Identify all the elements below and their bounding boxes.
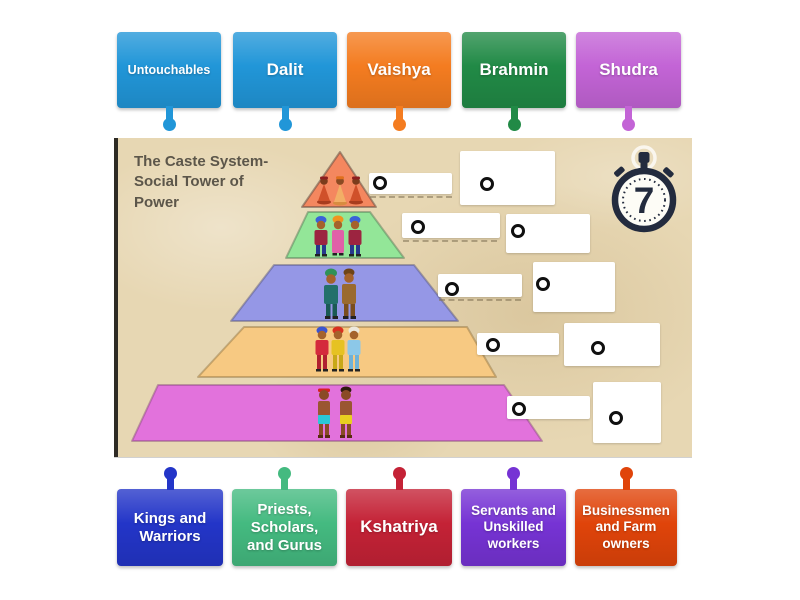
connector-stem <box>625 106 632 120</box>
connector-stem <box>165 106 173 120</box>
connector-stem <box>622 478 630 490</box>
target-ring-icon <box>486 338 500 352</box>
target-ring-icon <box>480 177 494 191</box>
target-ring-icon <box>591 341 605 355</box>
target-ring-icon <box>536 277 550 291</box>
timer-stopwatch-icon: 7 <box>611 145 677 233</box>
connector-stem <box>395 478 403 490</box>
term-label: Servants and Unskilled workers <box>471 503 556 551</box>
target-ring-icon <box>373 176 387 190</box>
figures-level-1-priests <box>317 176 363 206</box>
connector-stem <box>510 478 517 490</box>
term-label: Kshatriya <box>360 517 438 537</box>
figures-level-2 <box>314 215 362 257</box>
connector-dot <box>619 467 633 480</box>
drop-zone-level5-b[interactable] <box>593 382 661 443</box>
timer-value: 7 <box>634 180 655 221</box>
drop-zone-level2-a[interactable] <box>402 213 500 238</box>
connector-stem <box>281 478 288 490</box>
connector-stem <box>166 478 174 490</box>
dashed-blank-line <box>370 196 452 198</box>
connector-dot <box>278 118 292 131</box>
pyramid-level-4 <box>197 326 497 378</box>
connector-stem <box>281 106 289 120</box>
target-ring-icon <box>511 224 525 238</box>
term-label: Untouchables <box>127 62 211 77</box>
term-card-kings-and-warriors[interactable]: Kings and Warriors <box>117 467 223 566</box>
term-label: Businessmen and Farm owners <box>582 503 670 551</box>
term-card-untouchables[interactable]: Untouchables <box>117 32 221 131</box>
diagram-board: The Caste System- Social Tower of Power <box>114 138 692 457</box>
target-ring-icon <box>512 402 526 416</box>
connector-dot <box>507 118 521 131</box>
dashed-blank-line <box>439 299 521 301</box>
drop-zone-level5-a[interactable] <box>507 396 590 419</box>
term-label: Priests, Scholars, and Gurus <box>246 500 322 554</box>
connector-dot <box>392 118 406 131</box>
drop-zone-level3-a[interactable] <box>438 274 522 297</box>
connector-dot <box>392 467 406 480</box>
drop-zone-level1-b[interactable] <box>460 151 555 205</box>
connector-dot <box>622 118 635 131</box>
connector-stem <box>510 106 518 120</box>
term-card-servants-unskilled-workers[interactable]: Servants and Unskilled workers <box>461 467 566 566</box>
figures-level-5-labourers <box>318 386 352 438</box>
term-card-priests-scholars-gurus[interactable]: Priests, Scholars, and Gurus <box>232 467 337 566</box>
term-label: Vaishya <box>367 59 431 79</box>
connector-dot <box>163 467 177 480</box>
term-card-dalit[interactable]: Dalit <box>233 32 337 131</box>
term-label: Shudra <box>599 59 658 79</box>
pyramid-level-2 <box>285 211 405 259</box>
target-ring-icon <box>411 220 425 234</box>
connector-dot <box>278 467 291 480</box>
term-card-vaishya[interactable]: Vaishya <box>347 32 451 131</box>
term-card-brahmin[interactable]: Brahmin <box>462 32 566 131</box>
term-card-businessmen-farm-owners[interactable]: Businessmen and Farm owners <box>575 467 677 566</box>
connector-dot <box>507 467 520 480</box>
connector-stem <box>395 106 403 120</box>
target-ring-icon <box>445 282 459 296</box>
term-label: Brahmin <box>479 59 549 79</box>
drop-zone-level4-b[interactable] <box>564 323 660 366</box>
drop-zone-level2-b[interactable] <box>506 214 590 253</box>
board-title: The Caste System- Social Tower of Power <box>134 153 269 211</box>
drop-zone-level3-b[interactable] <box>533 262 615 312</box>
term-label: Dalit <box>266 59 304 79</box>
connector-dot <box>162 118 176 131</box>
dashed-blank-line <box>403 240 497 242</box>
figures-level-4 <box>315 326 361 372</box>
caste-pyramid-illustration: 7 <box>131 145 677 442</box>
figures-level-3 <box>324 268 356 319</box>
target-ring-icon <box>609 411 623 425</box>
drop-zone-level4-a[interactable] <box>477 333 559 355</box>
term-card-kshatriya[interactable]: Kshatriya <box>346 467 452 566</box>
term-card-shudra[interactable]: Shudra <box>576 32 681 131</box>
term-label: Kings and Warriors <box>133 509 207 545</box>
drop-zone-level1-a[interactable] <box>369 173 452 194</box>
pyramid-level-5 <box>131 384 543 442</box>
